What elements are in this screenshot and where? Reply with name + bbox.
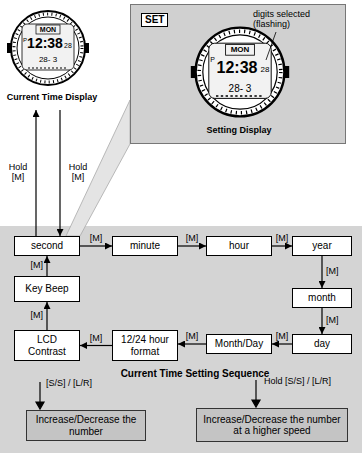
sequence-panel: second minute hour year month day Month/Day 12/… — [0, 226, 362, 453]
box-text: Key Beep — [25, 283, 68, 295]
lcd-text: 12:38 — [27, 36, 63, 51]
lcd-text: MON — [231, 46, 250, 55]
lcd-text: MON — [40, 26, 56, 34]
arrow-head — [36, 402, 44, 409]
box-text: 12/24 hour format — [117, 334, 173, 357]
sequence-arrow — [35, 110, 36, 236]
sequence-arrow — [321, 256, 322, 288]
step-box: LCD Contrast — [14, 330, 80, 361]
edge-label: [M] — [31, 261, 44, 271]
lcd-text: 28 — [64, 42, 72, 50]
step-box: Month/Day — [206, 334, 272, 354]
edge-label: [M] — [326, 267, 339, 277]
step-box: minute — [112, 236, 178, 256]
edge-label: [M] — [31, 311, 44, 321]
lcd-text: 28 — [261, 66, 270, 75]
box-text: day — [314, 338, 330, 350]
arrow-line — [39, 382, 40, 403]
lcd-text: 28- 3 — [39, 56, 57, 65]
step-box: day — [292, 334, 352, 354]
box-text: minute — [130, 240, 160, 252]
edge-label: [M] — [276, 332, 289, 342]
sequence-arrow — [80, 345, 112, 346]
sequence-arrow — [272, 343, 292, 344]
lcd-text: P — [210, 56, 215, 64]
box-text: month — [308, 292, 336, 304]
edge-label: [M] — [186, 234, 199, 244]
sequence-arrow — [80, 245, 112, 246]
box-text: LCD Contrast — [19, 334, 75, 357]
node-text: Setting Display — [131, 125, 347, 135]
sequence-arrow — [178, 343, 206, 344]
watch-figure — [191, 28, 289, 117]
box-text: Increase/Decrease the number at a higher… — [201, 414, 343, 437]
sequence-arrow — [178, 245, 206, 246]
edge-label: [M] — [90, 234, 103, 244]
step-box: 12/24 hour format — [112, 330, 178, 361]
key-label: Hold [S/S] / [L/R] — [264, 377, 331, 387]
edge-label: [M] — [90, 334, 103, 344]
edge-label: Hold [M] — [4, 163, 32, 183]
box-text: Month/Day — [215, 338, 263, 350]
lcd-text: P — [23, 37, 27, 44]
action-box: Increase/Decrease the number — [26, 410, 146, 441]
edge-label: Hold [M] — [64, 163, 92, 183]
panel-ground — [0, 226, 362, 453]
step-box: hour — [206, 236, 272, 256]
step-box: Key Beep — [14, 276, 80, 302]
edge-label: [M] — [276, 234, 289, 244]
box-text: year — [312, 240, 331, 252]
node-text: digits selected (flashing) — [253, 9, 343, 30]
lcd-text: 28- 3 — [229, 83, 252, 94]
sequence-arrow — [59, 110, 60, 236]
step-box: month — [292, 288, 352, 308]
box-text: Increase/Decrease the number — [31, 414, 141, 437]
sequence-arrow — [272, 245, 292, 246]
step-box: year — [292, 236, 352, 256]
lcd-text: 12:38 — [217, 59, 258, 77]
node-text: SET — [141, 13, 168, 27]
node-text: Current Time Display — [2, 92, 102, 102]
action-box: Increase/Decrease the number at a higher… — [196, 408, 348, 442]
box-text: second — [31, 240, 63, 252]
box-text: hour — [229, 240, 249, 252]
key-label: [S/S] / [L/R] — [46, 379, 92, 389]
step-box: second — [14, 236, 80, 256]
arrow-head — [252, 400, 260, 407]
edge-label: [M] — [326, 316, 339, 326]
leader-line — [266, 32, 276, 60]
sequence-arrow — [46, 302, 47, 330]
edge-label: [M] — [186, 332, 199, 342]
sequence-arrow — [321, 308, 322, 334]
zoom-ground — [130, 4, 346, 144]
arrow-line — [255, 380, 256, 401]
watch-figure — [7, 11, 89, 85]
sequence-arrow — [46, 256, 47, 276]
